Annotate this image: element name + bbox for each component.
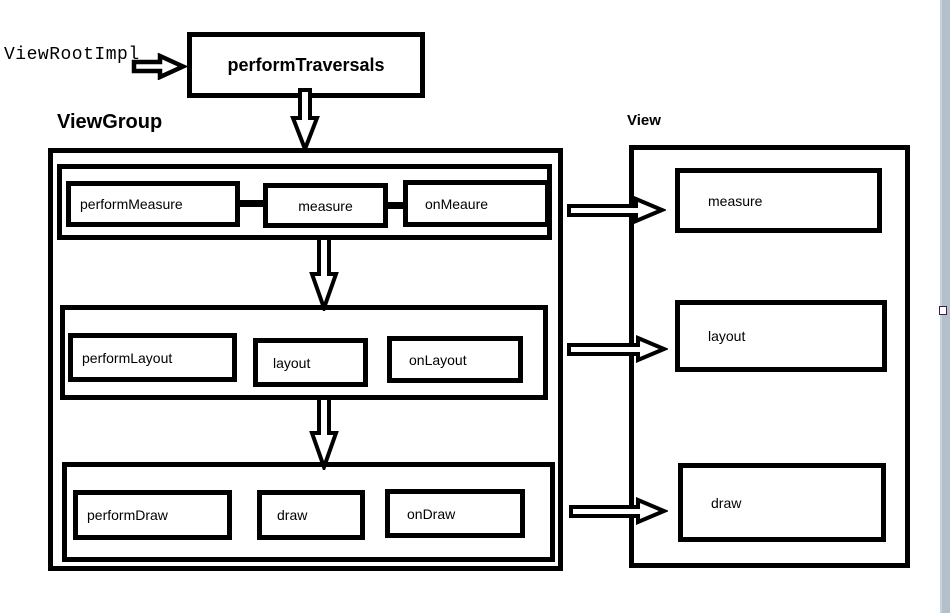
perform-layout-box: performLayout <box>68 333 237 382</box>
down-arrow-icon <box>309 396 339 470</box>
on-measure-label: onMeaure <box>425 195 489 212</box>
perform-measure-label: performMeasure <box>80 196 183 212</box>
measure-box: measure <box>263 183 388 228</box>
draw-label: draw <box>277 507 308 523</box>
on-layout-box: onLayout <box>387 336 523 383</box>
layout-row-container <box>60 305 548 400</box>
on-measure-box: onMeaure <box>403 180 550 227</box>
down-arrow-icon <box>309 236 339 311</box>
view-measure-label: measure <box>708 192 763 209</box>
on-draw-box: onDraw <box>385 489 525 538</box>
draw-box: draw <box>257 490 365 540</box>
draw-row-container <box>62 462 555 562</box>
measure-label: measure <box>298 197 353 214</box>
view-layout-label: layout <box>708 328 746 344</box>
on-draw-label: onDraw <box>407 505 456 522</box>
connector-line <box>385 202 405 209</box>
view-container <box>629 145 910 568</box>
perform-draw-label: performDraw <box>87 507 168 523</box>
viewrootimpl-label: ViewRootImpl <box>4 45 140 65</box>
right-arrow-icon <box>131 53 187 80</box>
right-arrow-icon <box>567 196 666 224</box>
right-arrow-icon <box>569 497 668 525</box>
connector-line <box>238 200 265 207</box>
viewgroup-title: ViewGroup <box>57 111 163 133</box>
perform-draw-box: performDraw <box>73 490 232 540</box>
canvas-resize-handle[interactable] <box>939 306 947 315</box>
right-arrow-icon <box>567 335 668 363</box>
layout-label: layout <box>273 354 311 371</box>
view-layout-box: layout <box>675 300 887 372</box>
perform-layout-label: performLayout <box>82 349 173 366</box>
view-title: View <box>627 112 661 129</box>
view-draw-label: draw <box>711 494 742 511</box>
on-layout-label: onLayout <box>409 351 467 368</box>
perform-traversals-label: performTraversals <box>227 54 385 75</box>
layout-box: layout <box>253 338 368 387</box>
view-measure-box: measure <box>675 168 882 233</box>
perform-traversals-box: performTraversals <box>187 32 425 98</box>
perform-measure-box: performMeasure <box>66 181 240 227</box>
view-draw-box: draw <box>678 463 886 542</box>
down-arrow-icon <box>290 88 320 152</box>
